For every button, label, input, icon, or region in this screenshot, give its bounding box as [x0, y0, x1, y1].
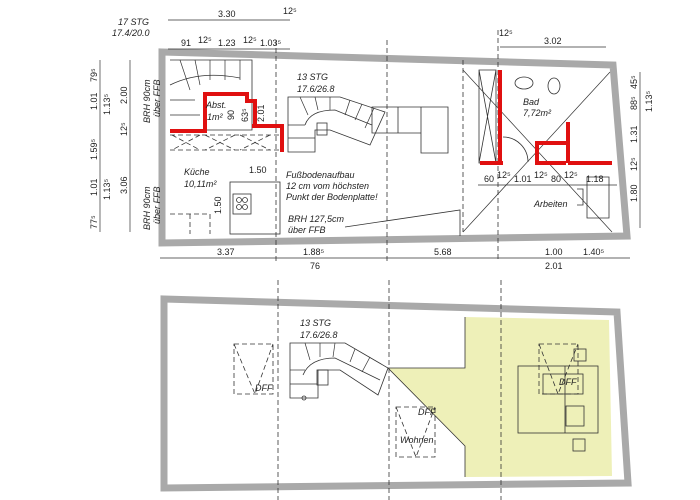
dim-text: 1.88⁵ — [303, 247, 325, 257]
brh-note: BRH 90cm — [142, 79, 152, 123]
dim-text: 12⁵ — [564, 170, 578, 180]
dim-text: 3.37 — [217, 247, 235, 257]
dim-text: 1.01 — [89, 92, 99, 110]
upper-floor-plan — [158, 30, 631, 262]
dim-text: 77⁵ — [89, 215, 99, 229]
dim-text: 2.01 — [256, 104, 266, 122]
dim-text: 1.50 — [249, 165, 267, 175]
room-area: 10,11m² — [184, 179, 217, 189]
dim-text: 12⁵ — [499, 28, 513, 38]
new-wall-storage — [170, 92, 284, 152]
cooktop — [232, 193, 252, 215]
sofa — [371, 106, 449, 154]
room-name: Arbeiten — [533, 199, 568, 209]
brh-note: über FFB — [152, 186, 162, 224]
floor-note: Fußbodenaufbau — [286, 170, 355, 180]
stair-17-steps — [169, 59, 280, 151]
stair-13-steps-lower — [289, 342, 389, 401]
dim-text: 12⁵ — [283, 6, 297, 16]
skylight-window — [395, 406, 436, 459]
stair-13-steps — [287, 96, 386, 153]
brh-note: BRH 90cm — [142, 186, 152, 230]
dim-text: 1.80 — [629, 184, 639, 202]
dim-text: 76 — [310, 261, 320, 271]
dim-text: 88⁵ — [629, 96, 639, 110]
floor-note: 12 cm vom höchsten — [286, 181, 369, 191]
dim-text: 1.13⁵ — [102, 178, 112, 200]
skylight-label: DFF — [418, 407, 436, 417]
stair-label: 13 STG — [297, 72, 328, 82]
upper-labels: 3.30 12⁵ 17 STG 17.4/20.0 91 12⁵ 1.23 12… — [89, 6, 654, 271]
toilet — [547, 77, 561, 95]
kitchen-cabinets — [170, 213, 211, 234]
brh-note: über FFB — [152, 79, 162, 117]
skylight-label: DFF — [255, 383, 273, 393]
dim-text: 3.02 — [544, 36, 562, 46]
dim-text: 63⁵ — [240, 108, 250, 122]
new-walls-bath — [480, 70, 612, 165]
dim-text: 1.40⁵ — [583, 247, 605, 257]
stair-label: 17 STG — [118, 17, 149, 27]
room-area: 7,72m² — [523, 108, 552, 118]
dim-text: 1.01 — [89, 178, 99, 196]
dim-text: 12⁵ — [243, 35, 257, 45]
stair-post — [316, 122, 328, 136]
room-name: Abst. — [205, 100, 227, 110]
dim-text: 5.68 — [434, 247, 452, 257]
room-area: 1m² — [207, 112, 224, 122]
stair-ratio: 17.6/26.8 — [300, 330, 338, 340]
dim-text: 2.00 — [119, 86, 129, 104]
dim-text: 1.23 — [218, 38, 236, 48]
window-bench — [344, 209, 461, 236]
dim-text: 1.50 — [213, 196, 223, 214]
dim-text: 60 — [484, 174, 494, 184]
dim-text: 90 — [226, 110, 236, 120]
room-name: Bad — [523, 97, 540, 107]
bed — [517, 348, 599, 452]
stair-ratio: 17.6/26.8 — [297, 84, 335, 94]
dim-text: 1.13⁵ — [644, 90, 654, 112]
dim-text: 12⁵ — [119, 122, 129, 136]
upper-outer-wall — [158, 48, 631, 247]
dim-text: 12⁵ — [534, 170, 548, 180]
skylight-window — [233, 343, 274, 396]
brh-note: über FFB — [288, 225, 326, 235]
dim-text: 12⁵ — [198, 35, 212, 45]
highlighted-area — [388, 317, 612, 477]
stair-ratio: 17.4/20.0 — [112, 28, 150, 38]
dim-text: 12⁵ — [497, 170, 511, 180]
room-name: Küche — [184, 167, 210, 177]
dim-text: 1.00 — [545, 247, 563, 257]
dim-text: 2.01 — [545, 261, 563, 271]
dim-text: 1.13⁵ — [102, 93, 112, 115]
skylight-label: DFF — [559, 377, 577, 387]
dim-text: 12⁵ — [629, 157, 639, 171]
dim-text: 1.31 — [629, 125, 639, 143]
door-swing — [502, 136, 529, 163]
dim-text: 1.18 — [586, 174, 604, 184]
kitchen-counter — [229, 181, 281, 235]
dim-text: 3.30 — [218, 9, 236, 19]
dimension-lines — [99, 19, 641, 259]
stair-label: 13 STG — [300, 318, 331, 328]
dim-text: 3.06 — [119, 176, 129, 194]
dim-text: 79⁵ — [89, 68, 99, 82]
floor-note: Punkt der Bodenplatte! — [286, 192, 378, 202]
dim-text: 1.01 — [514, 174, 532, 184]
room-name: Wohnen — [400, 435, 434, 445]
sink — [514, 76, 534, 90]
dim-text: 91 — [181, 38, 191, 48]
dim-text: 1.59⁵ — [89, 138, 99, 160]
brh-note: BRH 127,5cm — [288, 214, 345, 224]
dim-text: 1.03⁵ — [260, 38, 282, 48]
desk — [577, 176, 610, 219]
dim-text: 80 — [551, 174, 561, 184]
lower-floor-plan: 13 STG 17.6/26.8 DFF DFF Wohnen DFF — [160, 280, 632, 500]
dim-text: 45⁵ — [629, 75, 639, 89]
